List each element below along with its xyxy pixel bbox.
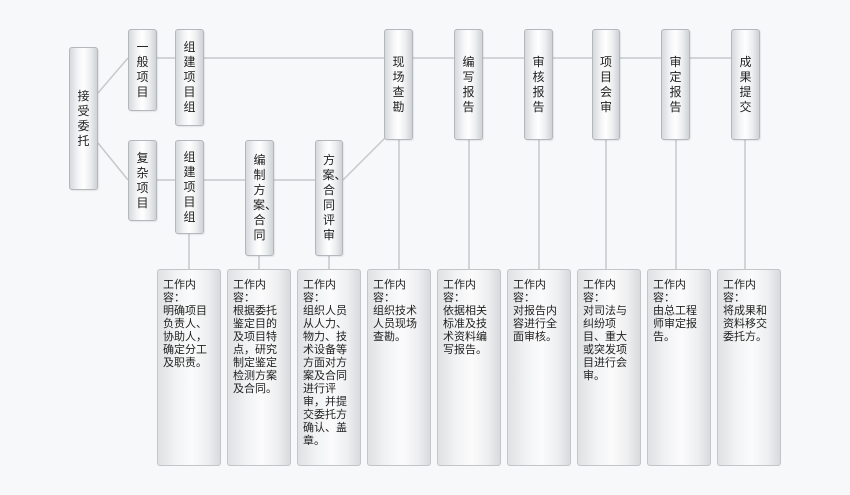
node-site-survey: 现场查勘 — [384, 29, 413, 140]
node-label: 编制方案、合同 — [253, 153, 278, 242]
work-content-text: 根据委托鉴定目的及项目特点，研究制定鉴定检测方案及合同。 — [233, 304, 277, 395]
node-label: 一般项目 — [136, 40, 149, 99]
work-content-title: 工作内容： — [443, 278, 476, 304]
work-content-text: 对报告内容进行全面审核。 — [513, 304, 557, 343]
node-label: 组建项目组 — [183, 149, 196, 224]
work-content-box: 工作内容： 根据委托鉴定目的及项目特点，研究制定鉴定检测方案及合同。 — [227, 269, 291, 466]
node-label: 审核报告 — [532, 54, 545, 114]
work-content-text: 依据相关标准及技术资料编写报告。 — [443, 304, 487, 356]
node-label: 项目会审 — [599, 54, 612, 114]
work-content-box: 工作内容： 由总工程师审定报告。 — [647, 269, 711, 466]
work-content-text: 由总工程师审定报告。 — [653, 304, 697, 343]
work-content-title: 工作内容： — [303, 278, 336, 304]
work-content-title: 工作内容： — [233, 278, 266, 304]
node-label: 现场查勘 — [392, 54, 405, 114]
node-plan-contract-review: 方案、合同评审 — [315, 140, 347, 256]
work-content-text: 组织技术人员现场查勘。 — [373, 304, 417, 343]
node-general-project: 一般项目 — [128, 29, 157, 111]
work-content-box: 工作内容： 明确项目负责人、协助人，确定分工及职责。 — [157, 269, 221, 466]
work-content-box: 工作内容： 组织人员从人力、物力、技术设备等方面对方案及合同进行评审，并提交委托… — [297, 269, 361, 466]
work-content-title: 工作内容： — [163, 278, 196, 304]
node-form-team-general: 组建项目组 — [175, 29, 204, 126]
node-write-report: 编写报告 — [454, 29, 483, 140]
node-label: 组建项目组 — [183, 40, 196, 114]
work-content-title: 工作内容： — [373, 278, 406, 304]
node-audit-report: 审核报告 — [524, 29, 553, 140]
node-joint-review: 项目会审 — [592, 29, 620, 140]
work-content-text: 将成果和资料移交委托方。 — [723, 304, 767, 343]
work-content-text: 明确项目负责人、协助人，确定分工及职责。 — [163, 304, 207, 369]
node-form-team-complex: 组建项目组 — [175, 140, 204, 234]
node-complex-project: 复杂项目 — [128, 140, 157, 221]
work-content-box: 工作内容： 将成果和资料移交委托方。 — [717, 269, 781, 466]
work-content-box: 工作内容： 依据相关标准及技术资料编写报告。 — [437, 269, 501, 466]
work-content-box: 工作内容： 对司法与纠纷项目、重大或突发项目进行会审。 — [577, 269, 641, 466]
work-content-title: 工作内容： — [723, 278, 756, 304]
node-label: 方案、合同评审 — [322, 153, 347, 242]
node-accept-commission: 接受委托 — [69, 47, 98, 190]
node-label: 复杂项目 — [136, 150, 149, 210]
node-label: 编写报告 — [462, 54, 475, 114]
node-approve-report: 审定报告 — [661, 29, 690, 140]
work-content-box: 工作内容： 组织技术人员现场查勘。 — [367, 269, 431, 466]
work-content-box: 工作内容： 对报告内容进行全面审核。 — [507, 269, 571, 466]
node-submit-results: 成果提交 — [731, 29, 760, 140]
work-content-text: 组织人员从人力、物力、技术设备等方面对方案及合同进行评审，并提交委托方确认、盖章… — [303, 304, 347, 447]
node-label: 成果提交 — [739, 54, 752, 114]
work-content-text: 对司法与纠纷项目、重大或突发项目进行会审。 — [583, 304, 627, 382]
node-label: 接受委托 — [77, 88, 90, 148]
node-label: 审定报告 — [669, 54, 682, 114]
work-content-title: 工作内容： — [583, 278, 616, 304]
work-content-title: 工作内容： — [653, 278, 686, 304]
node-draft-plan-contract: 编制方案、合同 — [245, 140, 278, 256]
work-content-title: 工作内容： — [513, 278, 546, 304]
